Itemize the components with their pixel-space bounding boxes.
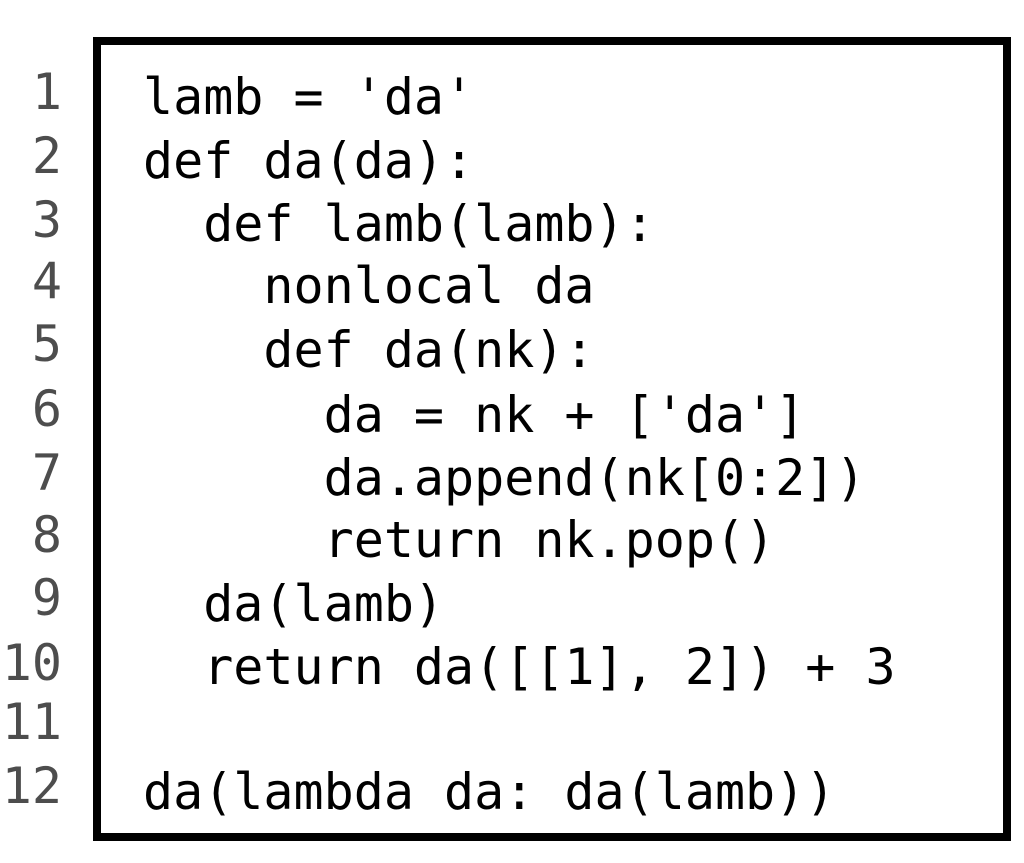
code-line-2: def da(da):	[143, 132, 475, 190]
line-number-9: 9	[31, 569, 62, 627]
line-number-8: 8	[31, 506, 62, 564]
line-number-11: 11	[1, 693, 62, 751]
line-number-2: 2	[31, 127, 62, 185]
code-line-5: def da(nk):	[143, 321, 595, 379]
line-number-5: 5	[31, 315, 62, 373]
code-line-7: da.append(nk[0:2])	[143, 449, 866, 507]
line-number-gutter: 1 2 3 4 5 6 7 8 9 10 11 12	[0, 0, 70, 863]
line-number-12: 12	[1, 757, 62, 815]
code-line-8: return nk.pop()	[143, 511, 776, 569]
line-number-6: 6	[31, 380, 62, 438]
line-number-4: 4	[31, 252, 62, 310]
code-line-9: da(lamb)	[143, 575, 445, 633]
code-line-3: def lamb(lamb):	[143, 195, 655, 253]
line-number-3: 3	[31, 191, 62, 249]
code-line-12: da(lambda da: da(lamb))	[143, 763, 836, 821]
code-line-1: lamb = 'da'	[143, 68, 475, 126]
code-line-4: nonlocal da	[143, 257, 595, 315]
code-line-10: return da([[1], 2]) + 3	[143, 638, 896, 696]
line-number-10: 10	[1, 634, 62, 692]
line-number-1: 1	[31, 63, 62, 121]
line-number-7: 7	[31, 444, 62, 502]
code-line-6: da = nk + ['da']	[143, 386, 806, 444]
code-panel: lamb = 'da' def da(da): def lamb(lamb): …	[93, 37, 1011, 841]
